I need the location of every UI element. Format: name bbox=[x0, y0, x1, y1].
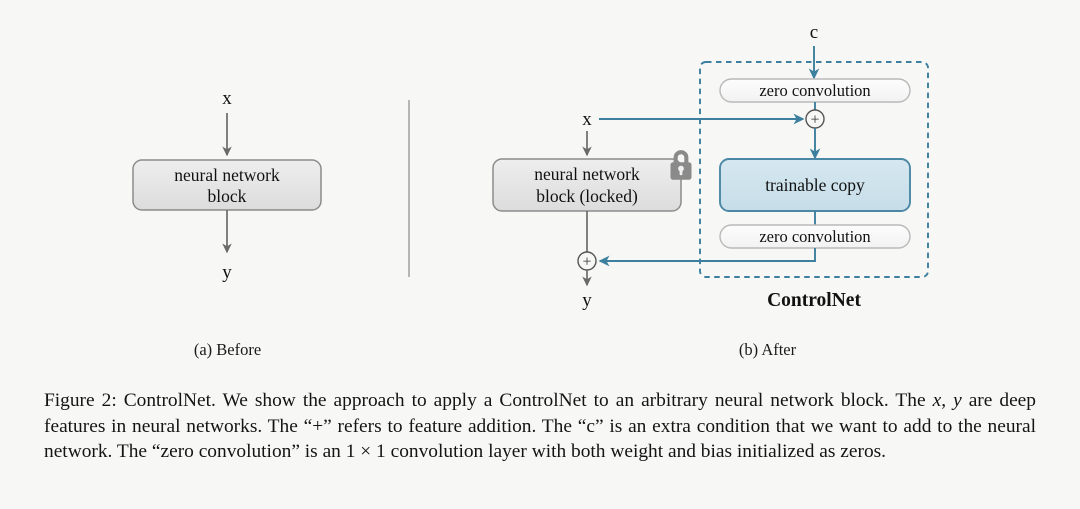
plus-node-top-label: + bbox=[810, 112, 819, 129]
panel-b-input-label: x bbox=[582, 109, 592, 130]
panel-b-subcaption: (b) After bbox=[738, 340, 797, 359]
figure-illustration: x neural network block y c zero convo bbox=[132, 22, 929, 359]
controlnet-group-label: ControlNet bbox=[767, 290, 861, 311]
zero-convolution-bottom-label: zero convolution bbox=[759, 227, 870, 246]
caption-comma: , bbox=[941, 390, 954, 411]
trainable-copy-label: trainable copy bbox=[765, 175, 865, 195]
panel-a-group: x neural network block y bbox=[132, 88, 322, 283]
caption-mid: are deep features in neural networks. Th… bbox=[44, 390, 1036, 463]
panel-a-subcaption: (a) Before bbox=[193, 340, 262, 359]
panel-a-output-label: y bbox=[222, 262, 232, 283]
caption-suffix: convolution layer with both weight and b… bbox=[385, 441, 887, 463]
lock-icon bbox=[670, 150, 692, 180]
panel-a-input-label: x bbox=[222, 88, 232, 109]
caption-math-1x1: 1 × 1 bbox=[345, 441, 386, 463]
panel-b-group: c zero convolution x + neu bbox=[492, 22, 929, 311]
caption-prefix: Figure 2: ControlNet. We show the approa… bbox=[44, 390, 933, 411]
controlnet-diagram-svg: x neural network block y c zero convo bbox=[132, 22, 929, 311]
panel-b-block-label-line1: neural network bbox=[534, 164, 640, 184]
figure-caption: Figure 2: ControlNet. We show the approa… bbox=[44, 388, 1036, 465]
panel-a-block-label-line2: block bbox=[208, 186, 247, 206]
panel-b-output-label: y bbox=[582, 290, 592, 311]
zeroconv-bottom-to-plus-path bbox=[598, 248, 816, 267]
panel-b-condition-label: c bbox=[810, 22, 818, 43]
zero-convolution-top-label: zero convolution bbox=[759, 81, 870, 100]
plus-node-bottom-label: + bbox=[582, 254, 591, 271]
panel-b-block-label-line2: block (locked) bbox=[536, 186, 638, 206]
panel-a-block-label-line1: neural network bbox=[174, 165, 280, 185]
caption-var-x: x bbox=[932, 390, 942, 411]
caption-var-y: y bbox=[953, 390, 962, 411]
controlnet-dashed-boundary bbox=[699, 61, 929, 278]
